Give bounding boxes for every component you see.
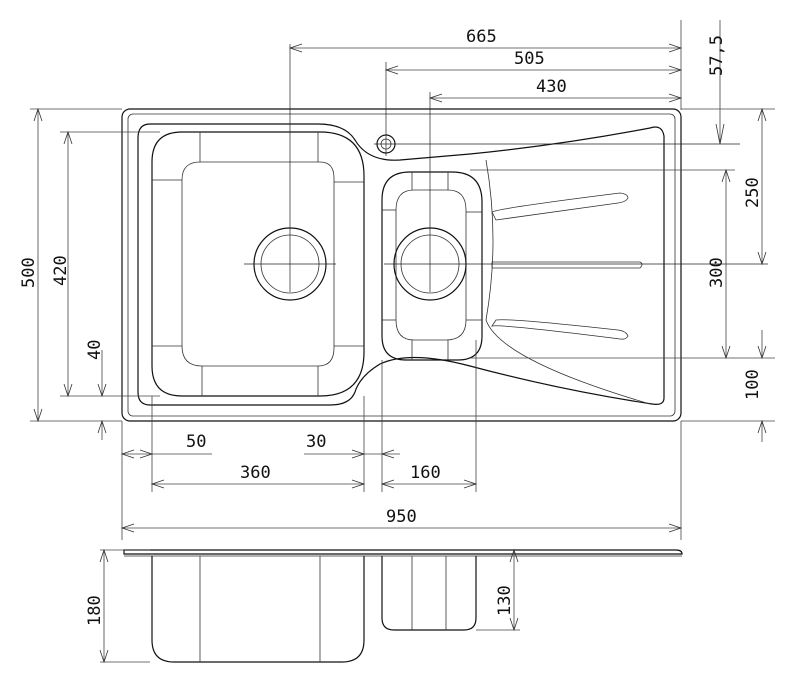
small-bowl-outer [381, 171, 483, 361]
dim-130: 130 [495, 585, 515, 616]
sink-outer-rim [121, 108, 682, 422]
dim-57-5: 57,5 [707, 35, 727, 76]
sink-top-outline [137, 123, 665, 406]
plan-view [121, 44, 768, 422]
dim-505: 505 [514, 49, 545, 69]
dim-40: 40 [85, 340, 105, 360]
large-bowl-outer [151, 131, 365, 397]
dim-500: 500 [19, 257, 39, 288]
drainer-groove-lower [491, 319, 629, 340]
section-rim [123, 549, 683, 555]
dim-250: 250 [743, 177, 763, 208]
dim-950: 950 [386, 507, 417, 527]
dim-430: 430 [536, 77, 567, 97]
dim-50: 50 [186, 432, 206, 452]
dim-360: 360 [240, 463, 271, 483]
dim-160: 160 [410, 463, 441, 483]
drainer-groove-middle [491, 261, 643, 269]
section-large-bowl [151, 556, 365, 663]
dim-180: 180 [85, 595, 105, 626]
dim-420: 420 [51, 255, 71, 286]
drainer-outline [485, 159, 651, 405]
section-view: 180 130 [85, 548, 683, 664]
drainer-area [485, 159, 651, 405]
left-dimensions: 500 420 40 [19, 107, 160, 440]
section-small-bowl [381, 556, 477, 631]
dim-300: 300 [707, 257, 727, 288]
small-bowl-inner [395, 189, 467, 341]
dim-30: 30 [306, 432, 326, 452]
bottom-dimensions: 50 30 360 160 950 [120, 340, 683, 540]
top-dimensions: 665 505 430 [288, 20, 683, 110]
drainer-groove-upper [491, 192, 629, 221]
sink-inner-rim [127, 113, 676, 417]
dim-665: 665 [466, 27, 497, 47]
right-dimensions: 57,5 250 300 100 [470, 20, 775, 442]
dim-100: 100 [743, 369, 763, 400]
